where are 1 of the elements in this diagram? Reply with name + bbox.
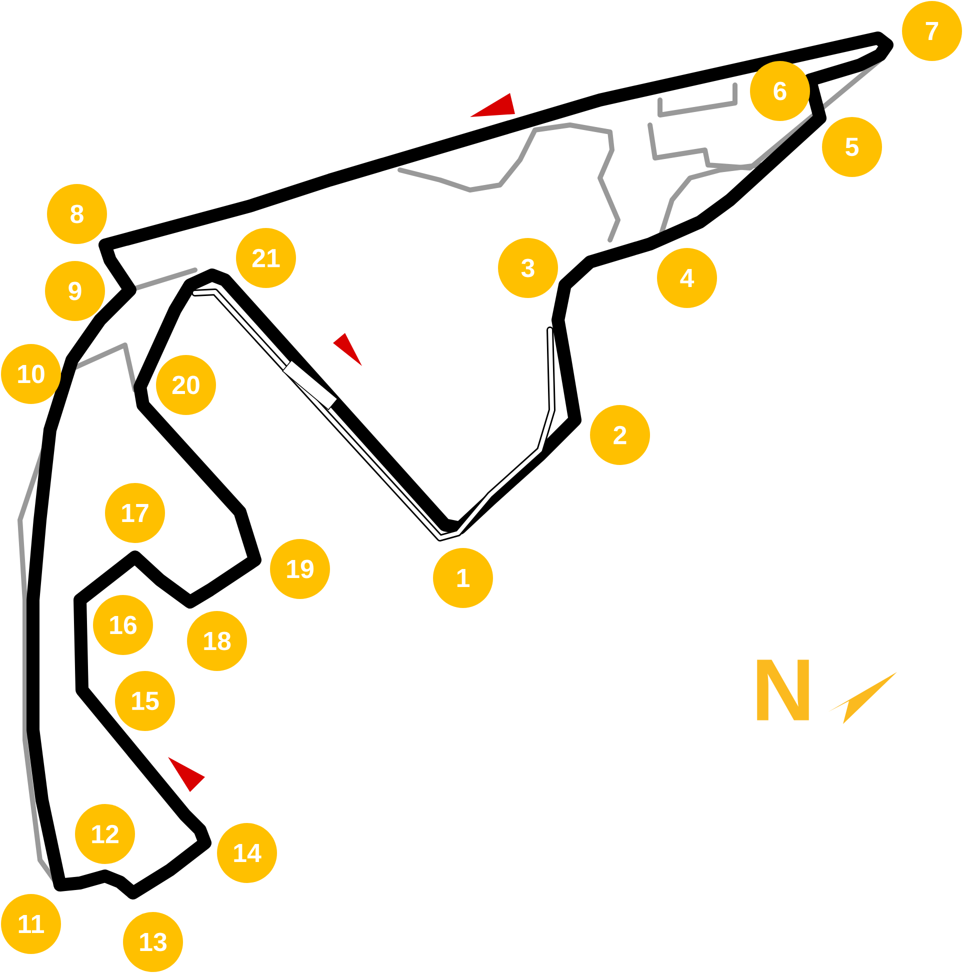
north-label: N [757, 660, 809, 720]
